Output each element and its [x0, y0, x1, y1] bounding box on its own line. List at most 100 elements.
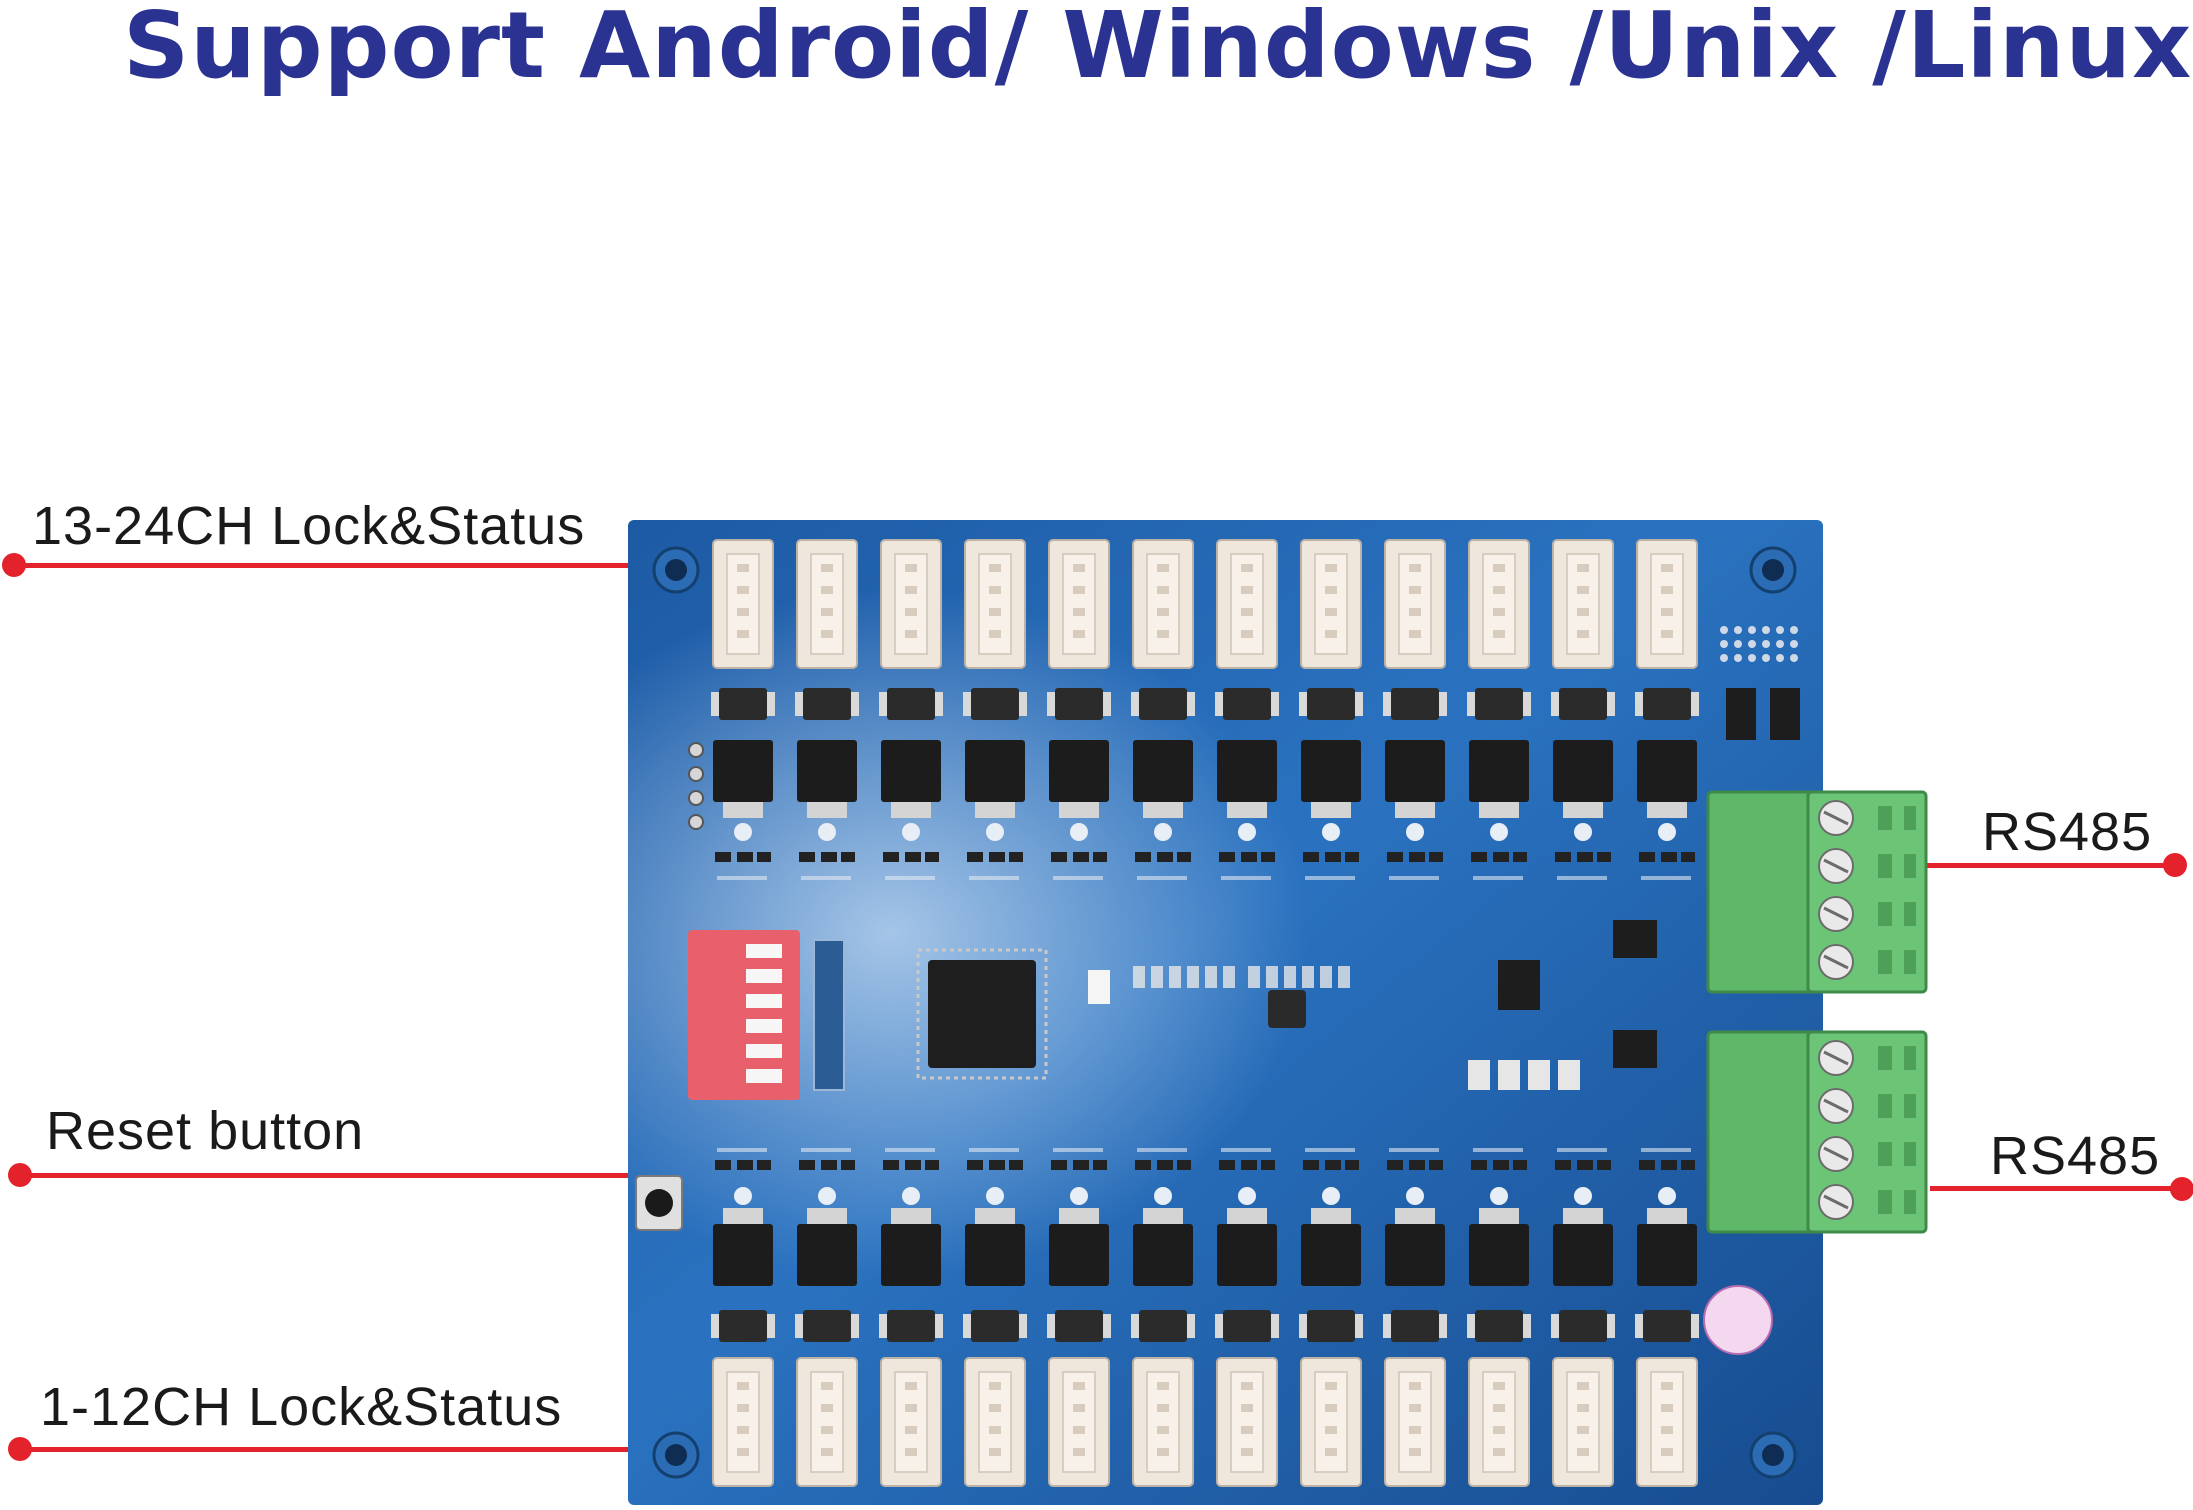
smd-part: [1493, 1160, 1509, 1170]
silkscreen-mark: [1557, 1148, 1607, 1152]
silkscreen-mark: [1053, 1148, 1103, 1152]
top-diode: [1307, 688, 1355, 720]
header-pin: [688, 742, 704, 758]
mosfet-tab: [1563, 802, 1603, 818]
silkscreen-mark: [1389, 1148, 1439, 1152]
header-pad: [1748, 626, 1756, 634]
terminal-slot: [1878, 1190, 1892, 1214]
connector-pin: [1241, 1382, 1253, 1390]
mosfet-tab: [1143, 802, 1183, 818]
terminal-slot: [1904, 902, 1916, 926]
connector-pin: [989, 630, 1001, 638]
connector-pin: [1661, 1382, 1673, 1390]
bottom-mosfet: [1301, 1224, 1361, 1286]
diode-lead: [1271, 692, 1279, 716]
diode-lead: [1439, 1314, 1447, 1338]
mcu-chip: [928, 960, 1036, 1068]
diode-lead: [711, 1314, 719, 1338]
bottom-mosfet: [1553, 1224, 1613, 1286]
connector-pin: [1073, 608, 1085, 616]
header-pad: [1720, 640, 1728, 648]
mosfet-pad: [818, 823, 836, 841]
top-mosfet: [1049, 740, 1109, 802]
smd-part: [1577, 852, 1593, 862]
dip-lever: [746, 1069, 782, 1083]
connector-pin: [1073, 1448, 1085, 1456]
controller-board-photo: [628, 520, 1928, 1505]
mosfet-tab: [1311, 1208, 1351, 1224]
smd-capacitor: [1266, 966, 1278, 988]
dip-lever: [746, 969, 782, 983]
diode-lead: [1523, 1314, 1531, 1338]
terminal-slot: [1878, 1094, 1892, 1118]
connector-pin: [1157, 608, 1169, 616]
terminal-slot: [1878, 854, 1892, 878]
connector-pin: [1661, 1448, 1673, 1456]
header-pad: [1734, 626, 1742, 634]
smd-capacitor: [1133, 966, 1145, 988]
connector-pin: [1241, 608, 1253, 616]
bottom-mosfet: [1217, 1224, 1277, 1286]
header-pad: [1790, 654, 1798, 662]
screw-slot: [1823, 1146, 1849, 1162]
header-pad: [1776, 640, 1784, 648]
header-pad: [1720, 654, 1728, 662]
mosfet-pad: [1238, 823, 1256, 841]
connector-pin: [1325, 630, 1337, 638]
connector-pin: [1325, 1382, 1337, 1390]
silkscreen-mark: [1473, 1148, 1523, 1152]
connector-pin: [1493, 564, 1505, 572]
connector-pin: [1577, 586, 1589, 594]
top-diode: [1139, 688, 1187, 720]
connector-pin: [1577, 1448, 1589, 1456]
connector-pin: [1577, 630, 1589, 638]
callout-dot-reset: [8, 1163, 32, 1187]
diode-lead: [1551, 1314, 1559, 1338]
connector-pin: [1073, 564, 1085, 572]
dip-lever: [746, 994, 782, 1008]
top-mosfet: [797, 740, 857, 802]
smd-part: [905, 1160, 921, 1170]
smd-part: [715, 1160, 731, 1170]
mosfet-pad: [1406, 823, 1424, 841]
mosfet-pad: [1406, 1187, 1424, 1205]
smd-part: [1177, 852, 1191, 862]
silkscreen-mark: [801, 876, 851, 880]
connector-pin: [1325, 564, 1337, 572]
connector-pin: [905, 608, 917, 616]
terminal-slot: [1904, 1190, 1916, 1214]
diode-lead: [1019, 692, 1027, 716]
diode-lead: [1271, 1314, 1279, 1338]
smd-capacitor: [1223, 966, 1235, 988]
mosfet-tab: [975, 1208, 1015, 1224]
bottom-diode: [1055, 1310, 1103, 1342]
rs485-terminal-upper-screw-body: [1806, 790, 1928, 994]
smd-part: [799, 852, 815, 862]
connector-pin: [737, 1382, 749, 1390]
callout-label-top-connectors: 13-24CH Lock&Status: [32, 496, 586, 556]
diode-lead: [1383, 692, 1391, 716]
top-diode: [719, 688, 767, 720]
top-mosfet: [1553, 740, 1613, 802]
callout-label-rs485-upper: RS485: [1982, 802, 2153, 862]
connector-pin: [1325, 1448, 1337, 1456]
header-pin: [688, 814, 704, 830]
smd-part: [1471, 852, 1487, 862]
connector-pin: [1577, 608, 1589, 616]
bottom-diode: [1475, 1310, 1523, 1342]
smd-part: [1681, 1160, 1695, 1170]
diode-lead: [711, 692, 719, 716]
connector-pin: [1409, 1426, 1421, 1434]
bottom-diode: [1223, 1310, 1271, 1342]
connector-pin: [989, 564, 1001, 572]
diode-lead: [851, 1314, 859, 1338]
header-pad: [1748, 654, 1756, 662]
smd-part: [1471, 1160, 1487, 1170]
smd-capacitor: [1320, 966, 1332, 988]
silkscreen-mark: [1053, 876, 1103, 880]
smd-part: [1093, 1160, 1107, 1170]
diode-lead: [1607, 692, 1615, 716]
diode-lead: [935, 1314, 943, 1338]
tvs-diode: [1613, 1030, 1657, 1068]
mounting-hole-center: [665, 559, 687, 581]
